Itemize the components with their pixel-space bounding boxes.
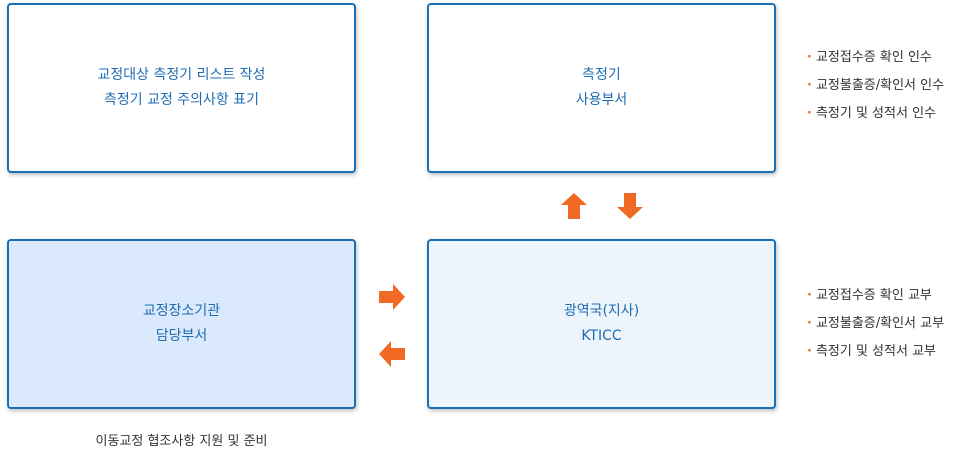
arrow-down-icon	[617, 193, 643, 219]
arrow-up-icon	[561, 193, 587, 219]
list-item: 측정기 및 성적서 인수	[807, 100, 944, 128]
box-text-line: 측정기	[582, 67, 621, 83]
arrow-right-icon	[379, 284, 405, 310]
list-item: 교정접수증 확인 교부	[807, 282, 944, 310]
calibration-target-list-box: 교정대상 측정기 리스트 작성 측정기 교정 주의사항 표기	[7, 3, 356, 173]
caption: 이동교정 협조사항 지원 및 준비	[95, 434, 268, 449]
regional-office-kticc-box: 광역국(지사) KTICC	[427, 239, 776, 409]
instrument-user-dept-box: 측정기 사용부서	[427, 3, 776, 173]
list-item: 교정접수증 확인 인수	[807, 44, 944, 72]
list-item: 측정기 및 성적서 교부	[807, 338, 944, 366]
list-item: 교정불출증/확인서 교부	[807, 310, 944, 338]
arrow-left-icon	[379, 341, 405, 367]
box-text-line: 사용부서	[575, 92, 628, 108]
box-text-line: 측정기 교정 주의사항 표기	[103, 92, 260, 108]
box-text-line: 교정대상 측정기 리스트 작성	[97, 67, 266, 83]
list-item: 교정불출증/확인서 인수	[807, 72, 944, 100]
box-text-line: 교정장소기관	[142, 303, 221, 319]
box-text-line: 광역국(지사)	[563, 303, 640, 319]
issue-notes-list: 교정접수증 확인 교부 교정불출증/확인서 교부 측정기 및 성적서 교부	[807, 282, 944, 366]
box-text-line: KTICC	[581, 328, 622, 344]
box-text-line: 담당부서	[155, 328, 208, 344]
receive-notes-list: 교정접수증 확인 인수 교정불출증/확인서 인수 측정기 및 성적서 인수	[807, 44, 944, 128]
calibration-site-dept-box: 교정장소기관 담당부서	[7, 239, 356, 409]
